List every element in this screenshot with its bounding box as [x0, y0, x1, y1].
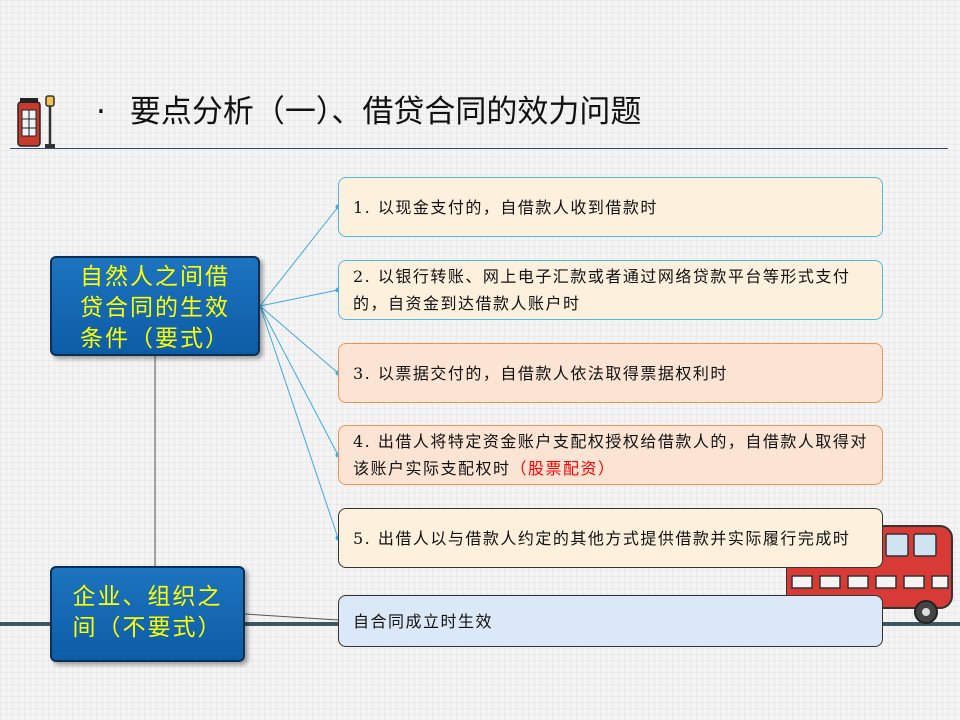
title-bullet: ·: [96, 94, 106, 130]
title-text: 要点分析（一）、借贷合同的效力问题: [129, 94, 642, 130]
condition-box-transfer: 2. 以银行转账、网上电子汇款或者通过网络贷款平台等形式支付的，自资金到达借款人…: [338, 260, 883, 320]
phone-booth-lamp-icon: [17, 95, 55, 148]
condition-box-account: 4. 出借人将特定资金账户支配权授权给借款人的，自借款人取得对该账户实际支配权时…: [338, 425, 883, 485]
page-title: · 要点分析（一）、借贷合同的效力问题: [96, 88, 641, 136]
condition-box-cash: 1. 以现金支付的，自借款人收到借款时: [338, 177, 883, 237]
condition-box-other: 5. 出借人以与借款人约定的其他方式提供借款并实际履行完成时: [338, 508, 883, 568]
effect-text: 自合同成立时生效: [353, 611, 494, 631]
condition-box-bill: 3. 以票据交付的，自借款人依法取得票据权利时: [338, 343, 883, 403]
title-divider: [10, 148, 948, 149]
category-enterprises: 企业、组织之 间（不要式）: [50, 566, 245, 662]
condition-highlight: （股票配资）: [510, 459, 616, 478]
category-line: 贷合同的生效: [80, 295, 230, 321]
condition-text: 5. 出借人以与借款人约定的其他方式提供借款并实际履行完成时: [353, 528, 851, 548]
category-natural-persons: 自然人之间借 贷合同的生效 条件（要式）: [50, 256, 260, 356]
category-line: 自然人之间借: [80, 264, 230, 290]
category-line: 企业、组织之: [72, 584, 223, 610]
category-line: 条件（要式）: [80, 326, 230, 352]
effect-box-enterprise: 自合同成立时生效: [338, 595, 883, 647]
condition-text: 1. 以现金支付的，自借款人收到借款时: [353, 197, 658, 217]
condition-text: 4. 出借人将特定资金账户支配权授权给借款人的，自借款人取得对该账户实际支配权时: [353, 432, 868, 478]
condition-text: 3. 以票据交付的，自借款人依法取得票据权利时: [353, 363, 728, 383]
category-line: 间（不要式）: [72, 615, 223, 641]
condition-text: 2. 以银行转账、网上电子汇款或者通过网络贷款平台等形式支付的，自资金到达借款人…: [353, 267, 851, 313]
